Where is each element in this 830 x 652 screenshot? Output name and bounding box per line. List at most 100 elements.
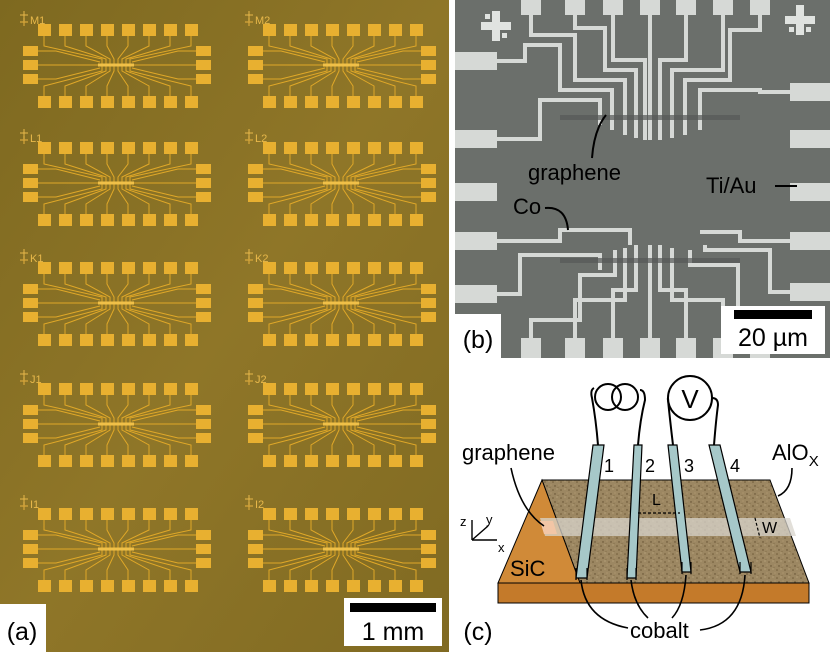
contact-pad (196, 74, 211, 84)
panel-c-label: (c) (463, 618, 492, 646)
contact-pad (196, 298, 211, 308)
contact-pad (790, 83, 830, 101)
contact-pad (122, 96, 135, 108)
axis-z-label: z (460, 514, 467, 529)
contact-pad (59, 24, 72, 36)
panel-a-label-box (0, 604, 46, 652)
contact-pad (284, 96, 297, 108)
panel-b-label-box (455, 314, 501, 358)
contact-pad (305, 455, 318, 467)
current-source-icon (594, 383, 639, 411)
contact-pad (389, 580, 402, 592)
contact-pad (565, 338, 585, 358)
alignment-mark-left (481, 11, 511, 41)
device-label-cross (245, 11, 253, 21)
graphene-shadow-top (560, 115, 740, 120)
contact-pad (185, 142, 198, 154)
graphene-pointer-c (510, 467, 545, 527)
contact-pad (248, 558, 263, 568)
graphene-channel (323, 547, 359, 551)
contact-pad (305, 96, 318, 108)
panel-c: V 1 2 3 4 L W graphene AlOX SiC cobalt (460, 375, 819, 646)
device-traces (263, 36, 421, 96)
contact-pad (521, 338, 541, 358)
panel-b-scale-bar (734, 310, 812, 319)
contact-pad (122, 334, 135, 346)
test-device (20, 377, 211, 467)
contact-number-labels: 1 2 3 4 (604, 456, 740, 476)
width-marker (754, 517, 761, 539)
graphene-channel (98, 547, 134, 551)
electrode-trace (611, 245, 638, 338)
electrode-trace (670, 15, 725, 138)
contact-pad (263, 214, 276, 226)
contact-pad (368, 262, 381, 274)
contact-pad (326, 383, 339, 395)
contact-pad (38, 383, 51, 395)
contact-pad (101, 383, 114, 395)
contact-pad (143, 262, 156, 274)
contact-pad (248, 46, 263, 56)
contact-pad (23, 298, 38, 308)
contact-pad (248, 60, 263, 70)
contact-feet (575, 562, 752, 580)
contact-pad (23, 419, 38, 429)
sic-front-face (497, 582, 810, 604)
test-device (245, 136, 436, 226)
contact-pad (455, 183, 497, 201)
contact-pad (603, 338, 623, 358)
contact-pad (101, 262, 114, 274)
test-device (245, 18, 436, 108)
contact-pad (368, 455, 381, 467)
contact-pad (368, 383, 381, 395)
contact-pad (80, 455, 93, 467)
panel-b-graphene-label: graphene (528, 160, 621, 185)
contact-pad (248, 530, 263, 540)
contact-pad (23, 558, 38, 568)
contact-pad (196, 530, 211, 540)
contact-pad (23, 530, 38, 540)
contact-pad (284, 508, 297, 520)
electrode-trace (698, 88, 790, 130)
contact-pad (284, 455, 297, 467)
contact-pad (185, 24, 198, 36)
contact-pad (421, 60, 436, 70)
contact-pad (38, 580, 51, 592)
electrode-trace (683, 15, 762, 135)
contact-pad (410, 214, 423, 226)
graphene-channel (98, 301, 134, 305)
contact-pad (713, 0, 733, 15)
alox-base: AlO (772, 440, 809, 465)
device-label-cross (245, 370, 253, 380)
contact-pad (80, 142, 93, 154)
contact-pad (410, 96, 423, 108)
contact-pad (23, 74, 38, 84)
contact-pad (122, 142, 135, 154)
panel-b-label: (b) (463, 326, 494, 354)
test-device (20, 256, 211, 346)
device-label: I1 (30, 499, 39, 511)
contact-pad (196, 178, 211, 188)
graphene-channel (323, 63, 359, 67)
test-device (245, 502, 436, 592)
alox-subscript: X (809, 453, 819, 470)
electrode-trace (497, 43, 614, 130)
electrode-trace (573, 15, 638, 138)
electrode-trace (497, 228, 632, 245)
graphene-shadow-bottom (560, 258, 740, 263)
contact-pad (389, 455, 402, 467)
contact-pad (410, 24, 423, 36)
device-array (20, 18, 436, 592)
contact-pad (248, 284, 263, 294)
device-traces (38, 36, 196, 96)
device-traces (263, 520, 421, 580)
contact-pad (80, 24, 93, 36)
contact-pad (101, 455, 114, 467)
contact-pad (59, 455, 72, 467)
device-traces (38, 274, 196, 334)
contact-pad (101, 580, 114, 592)
contact-pad (263, 142, 276, 154)
contact-pad (80, 214, 93, 226)
graphene-pointer (591, 114, 607, 159)
contact-pad (790, 283, 830, 301)
